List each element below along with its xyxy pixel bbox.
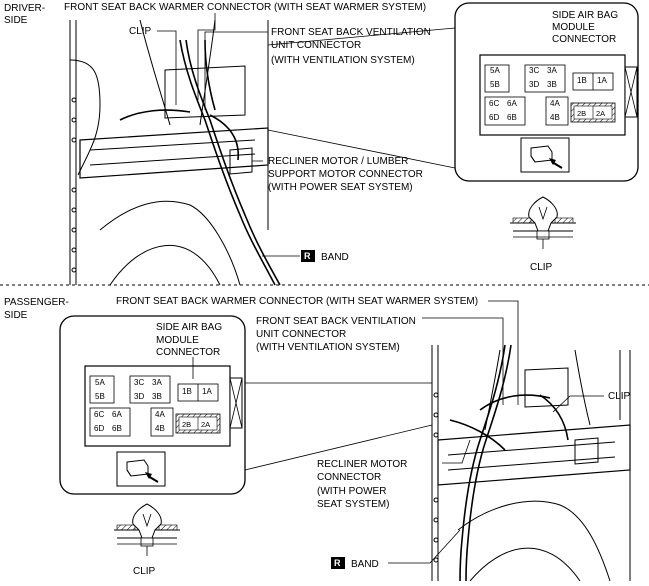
passenger-pin-6d: 6D — [94, 424, 104, 433]
driver-pin-1a: 1A — [597, 76, 607, 85]
driver-airbag-connector-label: SIDE AIR BAG — [552, 10, 618, 21]
passenger-pin-4a: 4A — [155, 410, 165, 419]
driver-band-badge-letter: R — [304, 251, 311, 261]
driver-airbag-connector-label-3: CONNECTOR — [552, 34, 616, 45]
driver-band-badge — [301, 250, 315, 262]
driver-side-label-2: SIDE — [4, 15, 28, 26]
passenger-vent-connector-label-3: (WITH VENTILATION SYSTEM) — [256, 342, 400, 353]
passenger-pin-1a: 1A — [202, 387, 212, 396]
passenger-pin-5b: 5B — [95, 392, 105, 401]
passenger-warmer-connector-label: FRONT SEAT BACK WARMER CONNECTOR (WITH S… — [116, 296, 478, 307]
driver-connector-plug-icon — [520, 137, 570, 173]
passenger-vent-connector-label-2: UNIT CONNECTOR — [256, 329, 346, 340]
driver-side-label: DRIVER- — [4, 3, 45, 14]
passenger-pin-3a: 3A — [152, 378, 162, 387]
driver-pin-2b: 2B — [577, 109, 586, 118]
driver-pin-6d: 6D — [489, 113, 499, 122]
driver-pin-4a: 4A — [550, 99, 560, 108]
driver-pin-1b: 1B — [577, 76, 587, 85]
passenger-side-label: PASSENGER- — [4, 297, 69, 308]
driver-recliner-connector-label: RECLINER MOTOR / LUMBER — [268, 156, 408, 167]
passenger-airbag-connector-label: SIDE AIR BAG — [156, 322, 222, 333]
driver-leader-lines — [157, 13, 581, 257]
passenger-clip-detail — [113, 503, 181, 557]
passenger-pin-3c: 3C — [134, 378, 144, 387]
passenger-band-label: BAND — [351, 559, 379, 570]
driver-wire-harness — [119, 39, 281, 286]
driver-vent-connector-label: FRONT SEAT BACK VENTILATION — [271, 27, 431, 38]
driver-pin-3d: 3D — [529, 80, 539, 89]
passenger-airbag-connector-label-2: MODULE — [156, 335, 199, 346]
driver-vent-connector-label-2: UNIT CONNECTOR — [271, 40, 361, 51]
passenger-clip-detail-label: CLIP — [133, 566, 156, 577]
driver-pin-3c: 3C — [529, 66, 539, 75]
driver-clip-detail-label: CLIP — [530, 262, 553, 273]
driver-pin-5a: 5A — [490, 66, 500, 75]
driver-pin-3a: 3A — [547, 66, 557, 75]
driver-band-label: BAND — [321, 252, 349, 263]
driver-clip-detail — [509, 196, 577, 250]
driver-side-section: DRIVER- SIDE — [4, 2, 639, 286]
passenger-pin-6a: 6A — [112, 410, 122, 419]
passenger-band-badge-letter: R — [334, 558, 341, 568]
driver-pin-2a: 2A — [596, 109, 605, 118]
driver-recliner-connector-label-3: (WITH POWER SEAT SYSTEM) — [268, 182, 413, 193]
passenger-pin-6b: 6B — [112, 424, 122, 433]
passenger-pin-3d: 3D — [134, 392, 144, 401]
passenger-pin-5a: 5A — [95, 378, 105, 387]
driver-airbag-connector-label-2: MODULE — [552, 22, 595, 33]
passenger-recliner-connector-label-3: (WITH POWER — [317, 486, 386, 497]
driver-seat-frame — [69, 19, 269, 286]
passenger-recliner-connector-label-2: CONNECTOR — [317, 472, 381, 483]
passenger-airbag-connector-label-3: CONNECTOR — [156, 347, 220, 358]
passenger-band-badge — [331, 557, 345, 569]
driver-pin-4b: 4B — [550, 113, 560, 122]
driver-warmer-connector-label: FRONT SEAT BACK WARMER CONNECTOR (WITH S… — [64, 2, 426, 13]
passenger-wire-harness — [449, 344, 569, 582]
passenger-side-section: PASSENGER- SIDE FRONT SEAT BACK WARMER C… — [4, 296, 631, 582]
driver-pin-6b: 6B — [507, 113, 517, 122]
passenger-vent-connector-label: FRONT SEAT BACK VENTILATION — [256, 316, 416, 327]
passenger-pin-1b: 1B — [182, 387, 192, 396]
driver-clip-label: CLIP — [129, 26, 152, 37]
driver-pin-3b: 3B — [547, 80, 557, 89]
driver-recliner-connector-label-2: SUPPORT MOTOR CONNECTOR — [268, 169, 423, 180]
passenger-pin-2b: 2B — [182, 420, 191, 429]
passenger-recliner-connector-label: RECLINER MOTOR — [317, 459, 407, 470]
passenger-pin-6c: 6C — [94, 410, 104, 419]
passenger-recliner-connector-label-4: SEAT SYSTEM) — [317, 499, 389, 510]
passenger-leader-lines — [192, 300, 604, 564]
passenger-pin-2a: 2A — [201, 420, 210, 429]
driver-pin-6c: 6C — [489, 99, 499, 108]
driver-connector-face — [479, 54, 638, 136]
driver-pin-5b: 5B — [490, 80, 500, 89]
passenger-pin-4b: 4B — [155, 424, 165, 433]
driver-pin-6a: 6A — [507, 99, 517, 108]
passenger-pin-3b: 3B — [152, 392, 162, 401]
driver-vent-connector-label-3: (WITH VENTILATION SYSTEM) — [271, 55, 415, 66]
passenger-clip-label: CLIP — [608, 391, 631, 402]
passenger-side-label-2: SIDE — [4, 310, 28, 321]
passenger-connector-face — [84, 365, 243, 447]
passenger-connector-plug-icon — [116, 451, 166, 487]
